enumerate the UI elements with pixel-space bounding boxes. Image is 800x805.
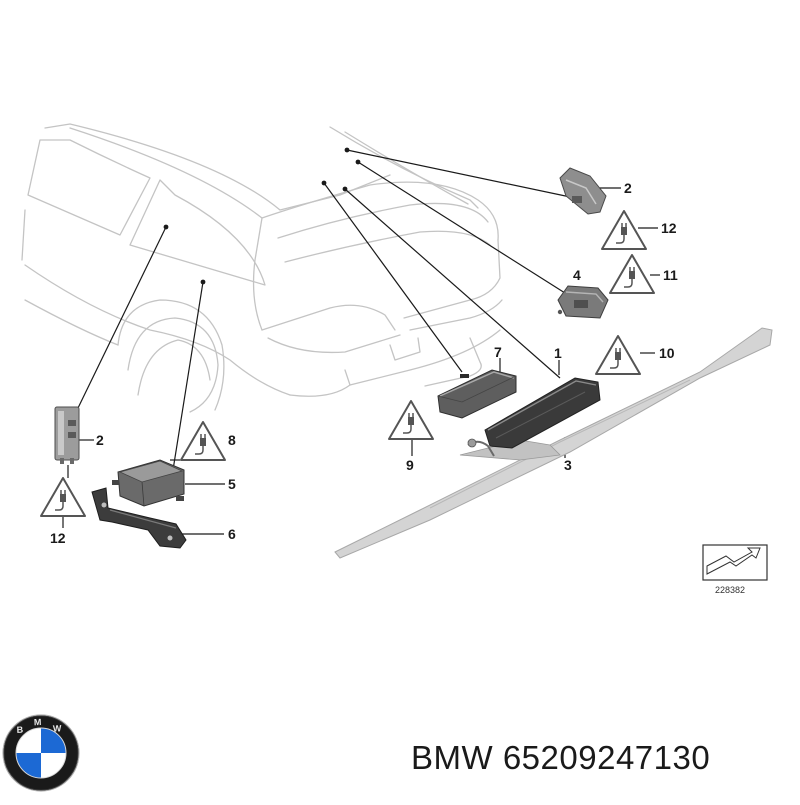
callout-9: 9 <box>406 457 414 473</box>
callout-8: 8 <box>228 432 236 448</box>
caption-part-number: 65209247130 <box>502 739 711 776</box>
car-outline <box>21 123 503 413</box>
part-2-module-top <box>559 167 607 215</box>
callout-11: 11 <box>663 267 678 283</box>
part-6-bracket <box>91 487 187 549</box>
callout-1: 1 <box>554 345 562 361</box>
warning-triangle-11-icon <box>609 254 655 294</box>
leader-lines <box>62 149 660 535</box>
warning-triangle-9-icon <box>388 400 434 440</box>
part-caption: BMW 65209247130 <box>411 739 710 777</box>
callout-10: 10 <box>659 345 675 361</box>
callout-4: 4 <box>573 267 581 283</box>
callout-3: 3 <box>564 457 572 473</box>
warning-triangle-12-top-icon <box>601 210 647 250</box>
bmw-logo: B M W <box>2 714 80 792</box>
callout-5: 5 <box>228 476 236 492</box>
caption-brand: BMW <box>411 739 494 776</box>
reference-number: 228382 <box>715 585 745 595</box>
part-1-main-module <box>484 377 601 449</box>
callout-2-left: 2 <box>96 432 104 448</box>
part-5-control-unit <box>112 459 185 507</box>
warning-triangle-10-icon <box>595 335 641 375</box>
callout-12-left: 12 <box>50 530 66 546</box>
warning-triangle-8-icon <box>180 421 226 461</box>
callout-7: 7 <box>494 344 502 360</box>
part-2-module-left <box>54 406 80 464</box>
warning-triangle-12-left-icon <box>40 477 86 517</box>
reference-box <box>702 544 768 581</box>
bmw-logo-letters: B M W <box>16 716 62 735</box>
callout-12-top: 12 <box>661 220 677 236</box>
callout-2-top: 2 <box>624 180 632 196</box>
part-4-module <box>557 285 609 319</box>
part-7-module <box>437 369 517 419</box>
callout-6: 6 <box>228 526 236 542</box>
part-3-antenna-strip <box>334 327 773 559</box>
leader-dots <box>163 147 361 285</box>
